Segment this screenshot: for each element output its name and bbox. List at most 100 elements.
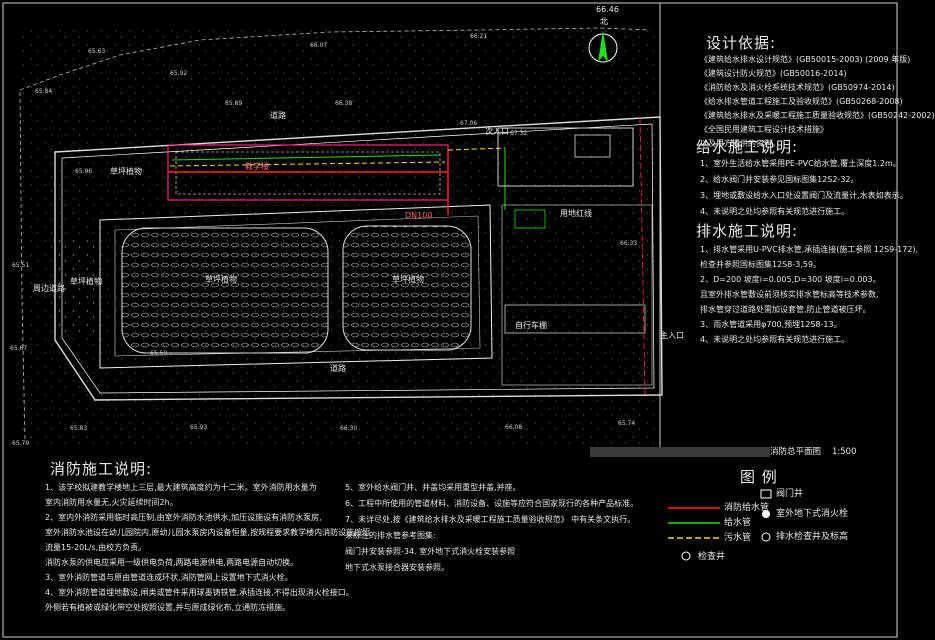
legend-valve-icon [760,489,772,499]
fire-note-item: 3、室外消防管道与原由管道连成环状,消防管网上设置地下式消火栓。 [45,573,293,582]
drainage-title: 排水施工说明: [696,222,799,240]
legend-sewer-label: 污水管 [724,533,752,543]
legend-water-label: 给水管 [724,518,752,528]
fire-notes-left: 1、该学校拟建教学楼地上三层,最大建筑高度约为十二米。室外消防用水量为 室内消防… [45,483,371,619]
green-mid-right-label: 草坪植物 [392,275,424,284]
east-building [497,127,634,187]
drawing-frame [2,2,898,638]
elev-label: 65.59 [150,350,168,357]
elev-label: 66.30 [340,425,358,432]
design-basis-title: 设计依据: [706,34,777,52]
water-supply-item: 2、给水阀门井安装参见国标图集12S2-32。 [700,175,859,184]
fire-note-item: 6、工程中所使用的管道材料、消防设备、设施等应符合国家现行的各种产品标准。 [345,499,639,508]
elev-label: 66.33 [620,240,638,247]
terrain-line-north [19,27,651,91]
elev-label: 65.93 [190,424,208,431]
drainage-list: 1、排水管采用U-PVC排水管,承插连接(施工参照 12S9-172), 检查井… [700,245,919,351]
fire-note-item: 未标注的排水管参考图集: [345,531,436,540]
legend-hydrant-icon [762,510,770,518]
drainage-item: 4、未说明之处均参照有关规范进行施工。 [700,335,850,344]
design-basis-item: 《给水排水管道工程施工及验收规范》(GB50268-2008) [700,97,903,106]
drainage-item: 排水管穿过道路处需加设套管,防止管道被压坏。 [700,305,871,314]
green-mid-left-label: 草坪植物 [205,275,237,284]
legend-title: 图 例 [740,468,778,486]
bike-shed-outline [504,304,646,334]
green-nw-label: 草坪植物 [110,167,142,176]
water-supply-item: 1、室外生活给水管采用PE-PVC给水管,覆土深度1.2m。 [700,159,901,168]
elev-label: 67.06 [460,120,478,127]
elev-label: 65.96 [75,168,93,175]
building-inner [175,151,441,195]
design-basis-item: 《建筑给水排水设计规范》(GB50015-2003) (2009 年版) [700,55,911,64]
legend-manhole-label: 检查井 [698,552,726,562]
fire-note-item: 1、该学校拟建教学楼地上三层,最大建筑高度约为十二米。室外消防用水量为 [45,483,317,492]
elev-label: 66.07 [310,42,328,49]
elev-label: 65.89 [225,100,243,107]
drainage-item: 1、排水管采用U-PVC排水管,承插连接(施工参照 12S9-172), [700,245,919,254]
water-supply-list: 1、室外生活给水管采用PE-PVC给水管,覆土深度1.2m。 2、给水阀门井安装… [700,159,908,224]
legend-inspection-icon [761,532,771,542]
north-label: 北 [600,17,608,26]
drainage-item: 且室外排水管敷设前须核实排水管标高等技术参数, [700,290,879,299]
design-basis-item: 《建筑设计防火规范》(GB50016-2014) [700,69,847,78]
fire-note-item: 外侧若有植被或绿化带空处按照设置,并与原成绿化布,立通防冻措施。 [45,603,291,612]
drawing-scale: 1:500 [832,447,857,457]
water-supply-item: 3、埋地或敷设给水入口处设置阀门及流量计,水表如表示。 [700,191,908,200]
green-w-label: 草坪植物 [70,277,102,286]
drainage-item: 3、雨水管道采用φ700,预埋12S8-13。 [700,320,842,329]
legend-fire-label: 消防给水管 [724,503,770,513]
site-red-line-label: 用地红线 [560,209,592,218]
west-road-label: 周边道路 [33,284,65,293]
design-basis-item: 《消防给水及消火栓系统技术规范》(GB50974-2014) [700,83,895,92]
elev-label: 66.08 [505,424,523,431]
hydrant-label: DN100 [405,211,433,220]
site-plan-drawing [2,2,898,638]
valve-box [514,209,546,229]
sewer-pipe [169,161,446,167]
drainage-item: 2、D=200 坡度i=0.005,D=300 坡度i=0.003。 [700,275,881,284]
lawn-left [121,227,329,354]
fire-note-item: 室内消防用水量无,火灾延续时间2h。 [45,498,178,507]
side-gate-label: 次入口 [485,127,509,136]
water-supply-item: 4、未说明之处均参照有关规范进行施工。 [700,207,850,216]
east-yard [501,204,653,386]
elev-label: 65.79 [12,440,30,447]
fire-note-item: 7、未详尽处,按《建筑给水排水及采暖工程施工质量验收规范》 中有关条文执行。 [345,515,636,524]
design-basis-item: 《建筑给水排水及采暖工程施工质量验收规范》(GB50242-2002) [700,111,935,120]
fire-note-item: 室外消防水池设在幼儿园院内,原幼儿园水泵房内设备恒量,按规程要求教学楼内消防设施… [45,528,371,537]
design-basis-item: 《全国民用建筑工程设计技术措施》 [700,125,828,134]
lawn-west [58,240,100,335]
fire-note-item: 4、室外消防管道埋地敷设,闸类或管件采用球墨铸铁管,承插连接,不得出现消火栓接口… [45,588,354,597]
elev-label: 67.32 [510,130,528,137]
site-boundary [54,116,663,401]
title-block [590,447,770,457]
elev-label: 66.21 [470,33,488,40]
fire-note-item: 5、室外给水阀门井、井盖均采用重型井盖,并座。 [345,483,521,492]
terrain-line-west [19,91,26,441]
elev-label: 66.38 [335,100,353,107]
water-pipe [171,154,441,161]
fire-note-item: 阀门井安装参照-34. 室外地下式消火栓安装参照 [345,547,516,556]
elev-label: 65.83 [70,425,88,432]
road-south-label: 道路 [330,364,346,373]
fire-note-item: 2、室内外消防采用临时高压制,由室外消防水池供水,加压设施设有消防水泵房, [45,513,322,522]
legend-inspection-label: 排水检查井及标高 [776,532,849,542]
ground-texture [20,25,655,445]
legend-manhole-icon [681,551,691,561]
teach-building-label: 教学楼 [245,162,269,171]
north-arrow [588,30,618,63]
legend-hydrant-label: 室外地下式消火栓 [776,509,849,519]
annex-block [574,134,611,158]
road-north-label: 道路 [270,111,286,120]
water-supply-title: 给水施工说明: [696,138,799,156]
red-line-east [639,117,646,396]
drawing-title: 消防总平面图 [770,447,822,457]
bike-shed-label: 自行车棚 [515,321,547,330]
design-basis-item: 以及甲方提供的资料。 [700,139,780,148]
fire-note-item: 地下式水泵接合器安装参照。 [345,563,449,572]
fire-note-item: 流量15-20L/s,由校方负责。 [45,543,147,552]
road-loop-inner [114,215,481,357]
design-basis-list: 《建筑给水排水设计规范》(GB50015-2003) (2009 年版) 《建筑… [700,55,935,154]
elev-label: 65.84 [35,88,53,95]
elev-label: 65.51 [12,262,30,269]
